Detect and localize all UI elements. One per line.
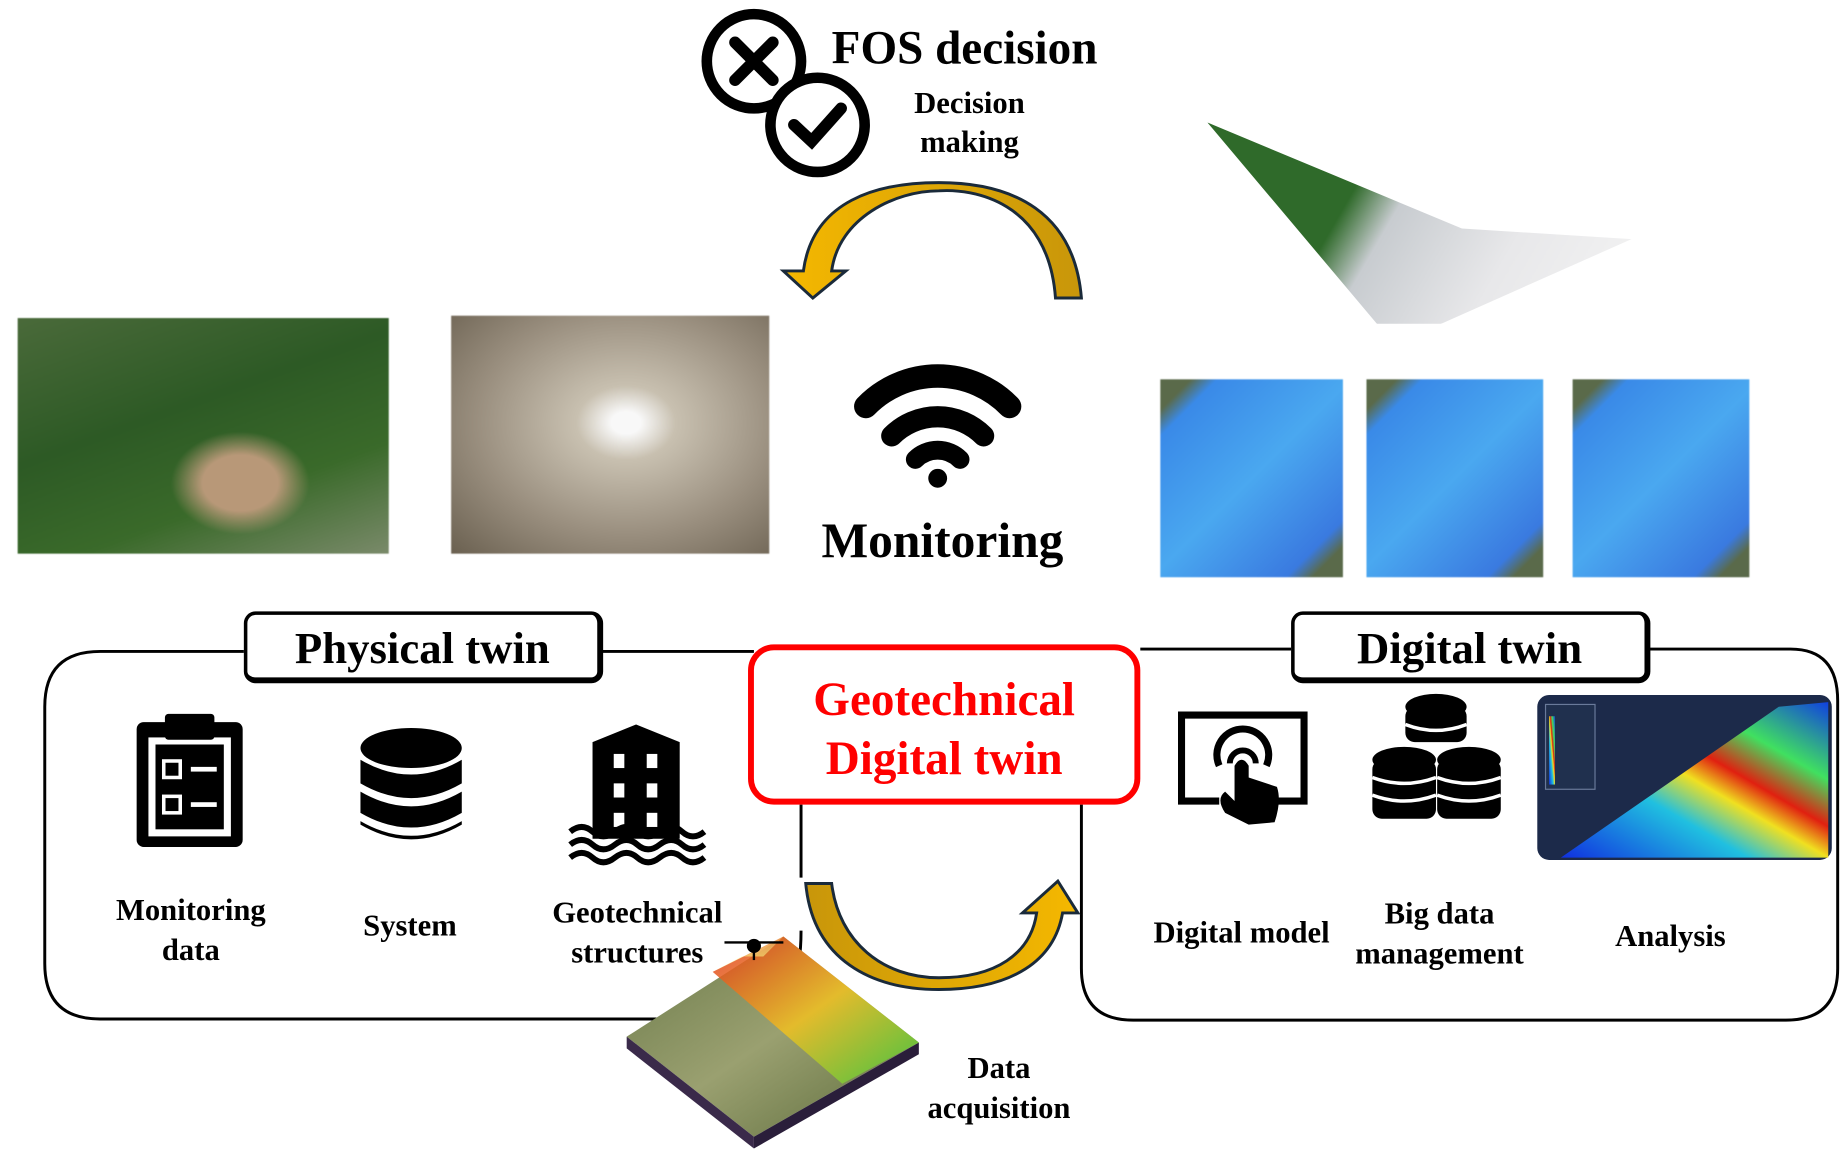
data-acquisition-label-1: Data (967, 1050, 1031, 1085)
reject-x-icon (701, 8, 807, 114)
drone-icon (724, 938, 784, 961)
feedback-arrow-top (779, 181, 1084, 300)
decision-making-line2: making (920, 124, 1019, 160)
wifi-icon (854, 364, 1022, 488)
monitoring-data-label-2: data (161, 932, 220, 968)
digital-twin-title: Digital twin (1357, 624, 1583, 674)
geotechnical-digital-twin-box: Geotechnical Digital twin (748, 644, 1141, 805)
deformation-map-2 (1366, 379, 1544, 578)
approve-check-icon (765, 72, 870, 178)
monitoring-data-label-1: Monitoring (115, 892, 266, 928)
big-data-label-1: Big data (1384, 896, 1495, 931)
database-icon (360, 728, 462, 840)
digital-twin-title-box: Digital twin (1291, 611, 1651, 684)
data-acquisition-label-2: acquisition (927, 1090, 1071, 1125)
geotechnical-structures-label-1: Geotechnical (552, 895, 723, 930)
center-title-line2: Digital twin (825, 731, 1063, 785)
system-label: System (363, 908, 457, 943)
data-flow-arrow-bottom (804, 878, 1081, 991)
monitoring-label: Monitoring (821, 514, 1064, 569)
center-title-line1: Geotechnical (813, 672, 1076, 726)
tunnel-photo (451, 315, 770, 554)
analysis-label: Analysis (1615, 918, 1726, 954)
deformation-map-3 (1572, 379, 1750, 578)
fem-analysis-image (1537, 695, 1832, 860)
physical-twin-panel (43, 649, 803, 1021)
clipboard-icon (136, 713, 243, 847)
fos-decision-title: FOS decision (831, 21, 1098, 75)
lidar-terrain-image (626, 936, 919, 1149)
physical-twin-title: Physical twin (294, 624, 550, 674)
decision-making-line1: Decision (914, 85, 1025, 121)
building-water-icon (568, 724, 707, 866)
stacked-databases-icon (1371, 693, 1502, 819)
geotechnical-structures-label-2: structures (571, 935, 704, 970)
landslide-photo (17, 318, 389, 554)
big-data-label-2: management (1355, 936, 1524, 971)
digital-model-label: Digital model (1153, 915, 1330, 950)
deformation-map-1 (1160, 379, 1343, 578)
digital-twin-panel (1079, 647, 1840, 1022)
touch-screen-icon (1177, 711, 1308, 825)
physical-twin-title-box: Physical twin (243, 611, 604, 684)
